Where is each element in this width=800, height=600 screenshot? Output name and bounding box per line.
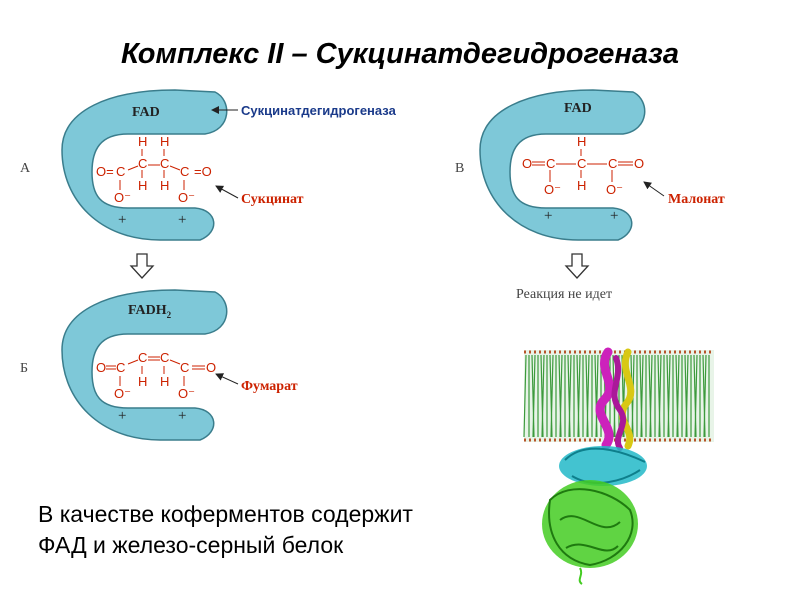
caption-text: В качестве коферментов содержит ФАД и же… (38, 499, 508, 561)
svg-text:H: H (160, 374, 169, 389)
svg-text:O⁻: O⁻ (178, 386, 195, 401)
panel-v: В FAD H O C C C O H O⁻ O⁻ + + Малонат (455, 89, 725, 302)
svg-text:O⁻: O⁻ (178, 190, 195, 205)
charge-plus: + (544, 208, 552, 224)
label-succinate: Сукцинат (241, 192, 304, 207)
protein-structure-image (523, 347, 714, 585)
charge-plus: + (178, 408, 186, 424)
svg-text:C: C (116, 360, 125, 375)
label-fumarate: Фумарат (241, 379, 298, 394)
svg-text:H: H (138, 374, 147, 389)
svg-text:O: O (206, 360, 216, 375)
enzyme-a-shape (61, 89, 228, 241)
svg-text:H: H (577, 134, 586, 149)
arrow-v-down (564, 253, 590, 279)
cofactor-fadh2: FADH2 (128, 303, 172, 320)
svg-text:C: C (138, 350, 147, 365)
svg-text:O⁻: O⁻ (114, 190, 131, 205)
panel-b-letter: Б (20, 361, 28, 376)
svg-text:O: O (634, 156, 644, 171)
svg-text:H: H (577, 178, 586, 193)
enzyme-b-shape (61, 289, 228, 441)
panel-a: А FAD H H O= C C C C =O H H O⁻ O⁻ + (20, 89, 397, 241)
svg-text:C: C (180, 164, 189, 179)
svg-text:C: C (546, 156, 555, 171)
panel-b: Б FADH2 O C C C C O H H O⁻ O⁻ (20, 289, 298, 441)
svg-text:O⁻: O⁻ (544, 182, 561, 197)
svg-text:C: C (577, 156, 586, 171)
label-enzyme: Сукцинатдегидрогеназа (241, 103, 397, 118)
svg-text:=O: =O (194, 164, 212, 179)
label-malonate: Малонат (668, 192, 725, 207)
svg-text:O: O (522, 156, 532, 171)
enzyme-v-shape (479, 89, 646, 241)
fumarate-molecule: O C C C C O H H O⁻ O⁻ (96, 350, 216, 401)
caption-line-1: В качестве коферментов содержит (38, 501, 413, 527)
cofactor-fad-v: FAD (564, 101, 592, 116)
label-no-reaction: Реакция не идет (516, 287, 612, 302)
svg-text:C: C (138, 156, 147, 171)
svg-text:H: H (160, 134, 169, 149)
svg-text:O⁻: O⁻ (606, 182, 623, 197)
svg-text:O⁻: O⁻ (114, 386, 131, 401)
svg-text:C: C (160, 156, 169, 171)
caption-line-2: ФАД и железо-серный белок (38, 532, 344, 558)
svg-text:H: H (138, 178, 147, 193)
charge-plus: + (118, 408, 126, 424)
charge-plus: + (178, 212, 186, 228)
svg-text:O=: O= (96, 164, 114, 179)
panel-v-letter: В (455, 161, 464, 176)
svg-text:H: H (160, 178, 169, 193)
charge-plus: + (610, 208, 618, 224)
svg-text:O: O (96, 360, 106, 375)
cofactor-fad-a: FAD (132, 105, 160, 120)
malonate-molecule: H O C C C O H O⁻ O⁻ (522, 134, 644, 197)
svg-text:C: C (180, 360, 189, 375)
charge-plus: + (118, 212, 126, 228)
panel-a-letter: А (20, 161, 31, 176)
svg-text:C: C (160, 350, 169, 365)
succinate-molecule: H H O= C C C C =O H H O⁻ O⁻ (96, 134, 212, 205)
svg-text:C: C (608, 156, 617, 171)
svg-text:C: C (116, 164, 125, 179)
page-title: Комплекс II – Сукцинатдегидрогеназа (121, 38, 679, 70)
svg-text:H: H (138, 134, 147, 149)
arrow-a-to-b (129, 253, 155, 279)
